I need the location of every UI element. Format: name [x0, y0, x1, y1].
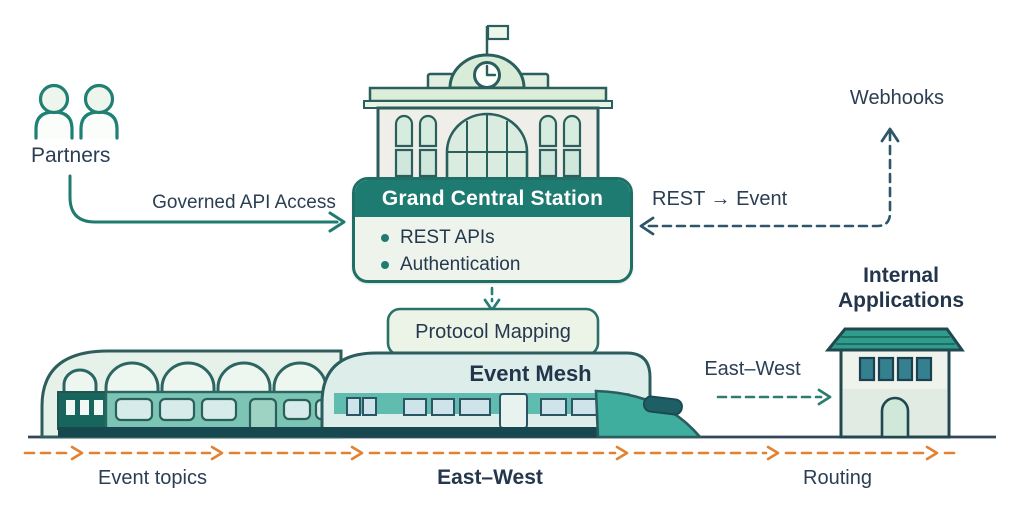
station-arched-windows [394, 114, 582, 148]
station-cornice [368, 86, 608, 103]
partners-label: Partners [31, 144, 111, 167]
grand-central-station-header: Grand Central Station [355, 180, 630, 217]
person-head [38, 83, 70, 115]
arrowhead-right [817, 388, 832, 406]
shed-arch [62, 368, 98, 395]
east-west-arrow [716, 388, 832, 406]
nose-window [642, 395, 683, 416]
east-west-bottom-label: East–West [437, 466, 543, 489]
arrowhead-right [328, 211, 346, 233]
clock-hands [485, 64, 497, 77]
shed-arches [104, 361, 328, 395]
east-west-upper-label: East–West [704, 358, 801, 380]
person-body [79, 110, 119, 140]
routing-label: Routing [803, 467, 872, 489]
flow-arrowheads [70, 445, 939, 461]
person-body [34, 110, 74, 140]
flag-icon [486, 24, 510, 41]
car-window [282, 398, 312, 421]
internal-applications-label: Internal Applications [837, 264, 964, 312]
station-arch-mullions [447, 114, 527, 180]
bullet-icon [381, 260, 389, 269]
roof-stripes [836, 336, 955, 345]
event-mesh-train-icon [40, 349, 703, 439]
train-station-icon [363, 24, 613, 184]
building-roof [824, 327, 965, 352]
car-window [114, 397, 154, 422]
station-to-mesh-arrow [483, 286, 501, 312]
arrowhead-left [639, 216, 655, 236]
event-mesh-label: Event Mesh [469, 361, 592, 386]
car-window [94, 400, 103, 415]
building-door [880, 396, 910, 439]
car-window [200, 397, 238, 422]
internal-applications-building-icon [824, 327, 965, 439]
event-topics-label: Event topics [98, 467, 207, 489]
governed-api-access-arrow [68, 174, 346, 233]
train-underframe [58, 427, 654, 437]
car-window [158, 397, 196, 422]
feature-item: REST APIs [381, 224, 630, 251]
feature-item: Authentication [381, 251, 630, 278]
station-lower-windows [394, 148, 582, 178]
webhooks-label: Webhooks [849, 87, 945, 109]
grand-central-station-card: Grand Central Station REST APIs Authenti… [352, 177, 633, 283]
feature-label: REST APIs [400, 226, 495, 248]
car-door [248, 397, 278, 431]
event-flow-line [23, 445, 959, 461]
car-window [66, 400, 75, 415]
building-windows [858, 356, 933, 382]
grand-central-station-feature-list: REST APIs Authentication [355, 217, 630, 278]
feature-label: Authentication [400, 253, 521, 275]
stripe-windows [346, 397, 598, 416]
governed-api-access-label: Governed API Access [152, 192, 336, 213]
train-door [499, 393, 528, 429]
car-window [80, 400, 89, 415]
protocol-mapping-label: Protocol Mapping [415, 321, 571, 343]
webhooks-rest-event-arrow [639, 127, 900, 236]
rest-to-event-label: REST → Event [652, 188, 788, 210]
bullet-icon [381, 233, 389, 242]
partners-icon [34, 83, 119, 140]
arrowhead-up [880, 127, 900, 143]
person-head [83, 83, 115, 115]
grand-central-station-title: Grand Central Station [381, 186, 604, 210]
